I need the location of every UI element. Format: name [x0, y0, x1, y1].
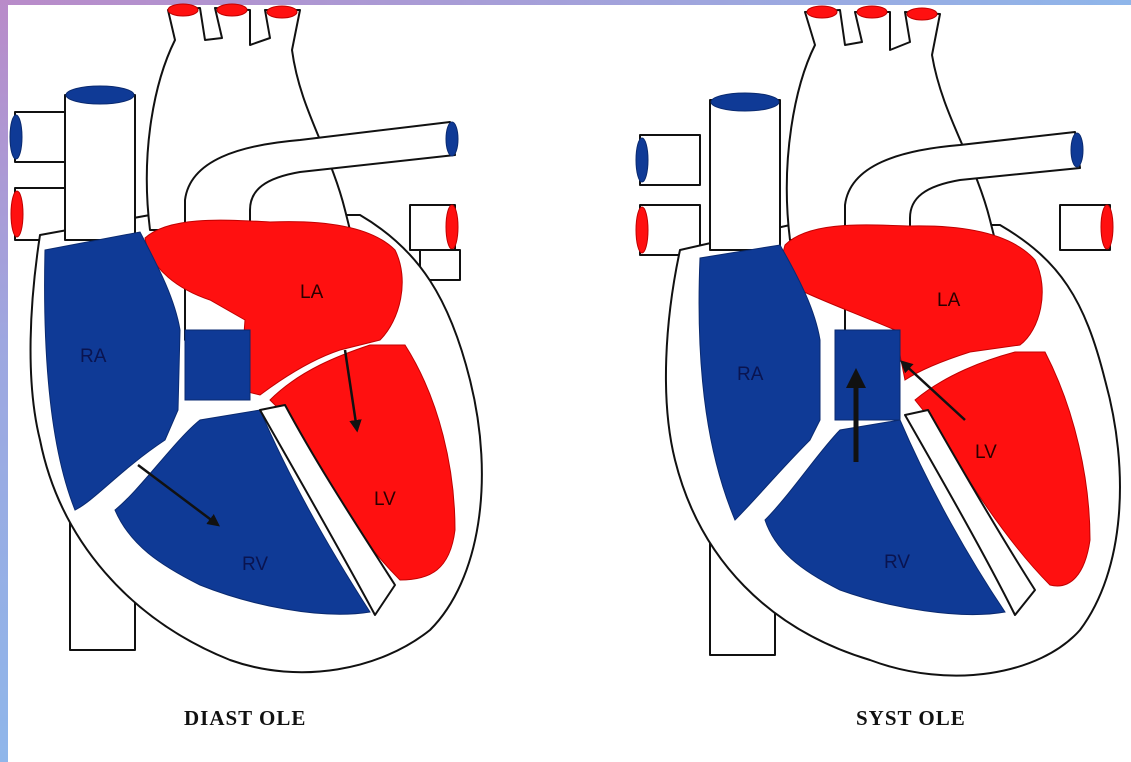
left-vessel-upper	[640, 135, 700, 185]
systole-label-lv: LV	[975, 442, 997, 463]
diastole-label-la: LA	[300, 282, 324, 303]
systole-label-la: LA	[937, 290, 961, 311]
diastole-label-lv: LV	[374, 489, 396, 510]
left-vessel-upper	[15, 112, 70, 162]
pulmonary-outflow	[835, 330, 900, 420]
superior-vena-cava	[710, 100, 780, 250]
diastole-heart: RA LA RV LV DIAST OLE	[10, 4, 482, 730]
diastole-caption: DIAST OLE	[184, 706, 306, 730]
systole-label-rv: RV	[884, 552, 910, 573]
systole-label-ra: RA	[737, 364, 764, 385]
pulmonary-outflow	[185, 330, 250, 400]
superior-vena-cava	[65, 95, 135, 240]
systole-heart: RA LA RV LV SYST OLE	[636, 6, 1120, 730]
diastole-label-rv: RV	[242, 554, 268, 575]
diastole-label-ra: RA	[80, 346, 107, 367]
systole-caption: SYST OLE	[856, 706, 966, 730]
